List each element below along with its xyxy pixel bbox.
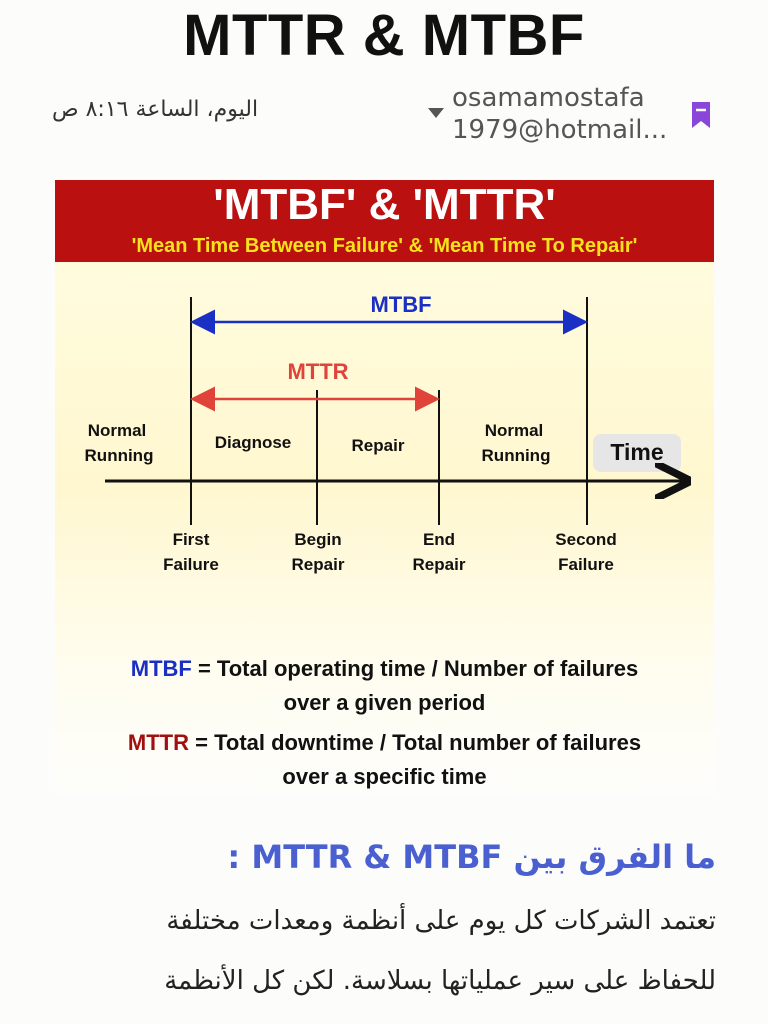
event-begin-repair-a: Begin: [294, 530, 341, 549]
mtbf-formula-line-1: MTBF = Total operating time / Number of …: [55, 656, 714, 682]
event-second-failure-b: Failure: [558, 555, 614, 574]
infographic-title: 'MTBF' & 'MTTR': [213, 180, 556, 229]
event-end-repair-b: Repair: [413, 555, 466, 574]
chevron-down-icon[interactable]: [428, 108, 444, 118]
mttr-formula-line-2: over a specific time: [282, 764, 487, 789]
mtbf-formula-line-2: over a given period: [283, 690, 486, 715]
author-line-1[interactable]: osamamostafa: [452, 83, 645, 113]
post-timestamp: اليوم، الساعة ٨:١٦ ص: [52, 97, 259, 122]
article-paragraph-line-1: تعتمد الشركات كل يوم على أنظمة ومعدات مخ…: [166, 906, 716, 936]
event-first-failure-b: Failure: [163, 555, 219, 574]
event-first-failure-a: First: [173, 530, 210, 549]
phase-repair: Repair: [352, 436, 405, 455]
article-heading: ما الفرق بين MTTR & MTBF :: [227, 838, 716, 876]
mttr-formula-line-1: MTTR = Total downtime / Total number of …: [55, 730, 714, 756]
timeline-diagram: MTBF MTTR Normal Running Diagnose Repair…: [85, 292, 714, 574]
phase-normal-running-1-b: Running: [85, 446, 154, 465]
time-badge: [593, 434, 681, 472]
infographic-subtitle: 'Mean Time Between Failure' & 'Mean Time…: [131, 235, 638, 257]
mttr-formula-text: = Total downtime / Total number of failu…: [189, 730, 642, 755]
mttr-formula-term: MTTR: [127, 730, 190, 755]
mttr-label: MTTR: [287, 359, 348, 384]
time-label: Time: [610, 439, 663, 465]
phase-diagnose: Diagnose: [215, 433, 292, 452]
mtbf-formula-term: MTBF: [130, 656, 192, 681]
phase-normal-running-2-a: Normal: [485, 421, 544, 440]
mtbf-label: MTBF: [370, 292, 431, 317]
mtbf-mttr-infographic: 'MTBF' & 'MTTR' 'Mean Time Between Failu…: [55, 180, 714, 795]
event-second-failure-a: Second: [555, 530, 616, 549]
phase-normal-running-1-a: Normal: [88, 421, 147, 440]
infographic-banner: 'MTBF' & 'MTTR' 'Mean Time Between Failu…: [55, 180, 714, 262]
author-name[interactable]: osamamostafa 1979@hotmail...: [452, 82, 667, 146]
phase-normal-running-2-b: Running: [482, 446, 551, 465]
event-end-repair-a: End: [423, 530, 455, 549]
author-line-2[interactable]: 1979@hotmail...: [452, 115, 668, 145]
mtbf-formula-text: = Total operating time / Number of failu…: [191, 656, 639, 681]
article-paragraph-line-2: للحفاظ على سير عملياتها بسلاسة. لكن كل ا…: [164, 966, 716, 996]
bookmark-icon[interactable]: [690, 100, 712, 130]
page-title: MTTR & MTBF: [183, 3, 585, 68]
event-begin-repair-b: Repair: [292, 555, 345, 574]
